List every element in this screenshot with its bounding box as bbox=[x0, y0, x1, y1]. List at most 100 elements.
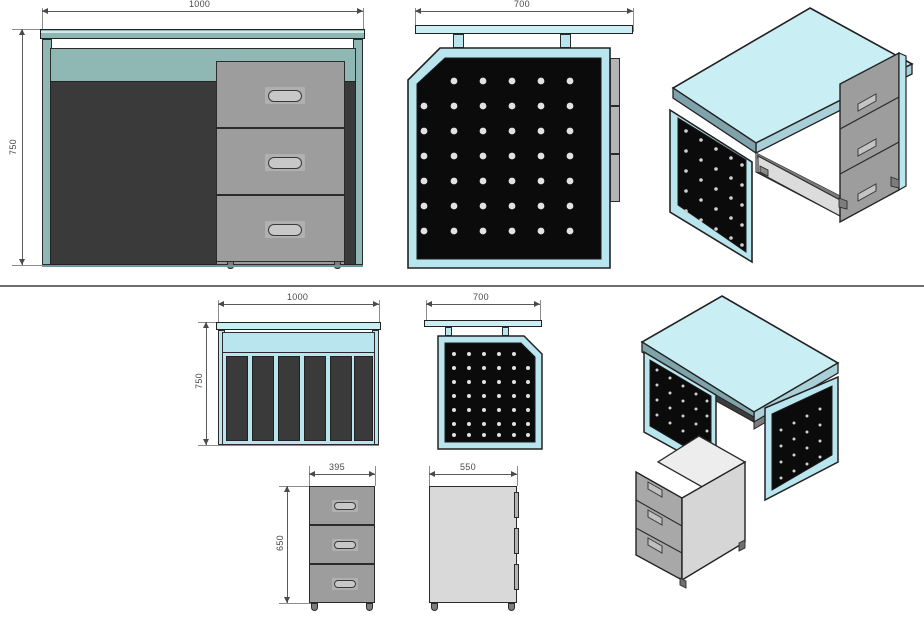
dimension-width-1000: 1000 bbox=[189, 0, 211, 9]
sheet-divider bbox=[0, 285, 924, 287]
perforation-grid bbox=[420, 77, 574, 235]
ext-line bbox=[12, 265, 44, 266]
panel-strip bbox=[226, 356, 248, 441]
dim-arrow bbox=[19, 259, 25, 265]
floor-line bbox=[198, 445, 379, 446]
ext-line bbox=[517, 466, 518, 486]
ext-line bbox=[279, 603, 311, 604]
panel-strip bbox=[278, 356, 300, 441]
panel-strip bbox=[252, 356, 274, 441]
pedestal-drawer-3[interactable] bbox=[216, 195, 345, 262]
desk-worktop-alt bbox=[216, 322, 381, 330]
iso2-perforation-grid-right bbox=[779, 407, 822, 480]
pedestal-caster bbox=[366, 603, 373, 611]
dim-arrow bbox=[511, 471, 517, 477]
pedestal-side-drawer-edge bbox=[514, 564, 519, 590]
ext-line bbox=[375, 466, 376, 486]
desk-worktop-edge bbox=[41, 31, 364, 33]
pedestal-front-drawer-2[interactable] bbox=[309, 525, 375, 564]
dimension-depth-700-alt: 700 bbox=[473, 292, 489, 302]
perforation-grid-alt bbox=[452, 352, 530, 437]
dim-line-depth bbox=[429, 474, 517, 475]
dim-line-height bbox=[206, 322, 207, 445]
ext-line bbox=[279, 486, 311, 487]
view-pedestal-front-elevation: 395 650 bbox=[270, 458, 400, 640]
ext-line bbox=[415, 8, 416, 32]
ext-line bbox=[540, 300, 541, 320]
dim-line-height bbox=[287, 486, 288, 603]
dimension-height-750-alt: 750 bbox=[193, 373, 204, 389]
view-desk-side-elevation-alt: 700 bbox=[412, 290, 572, 465]
iso2-caster bbox=[738, 539, 746, 552]
drawer-handle-icon[interactable] bbox=[332, 539, 358, 551]
view-desk-side-elevation: 700 bbox=[390, 0, 640, 285]
pedestal-caster bbox=[431, 603, 438, 611]
panel-strip bbox=[304, 356, 326, 441]
dim-arrow bbox=[429, 471, 435, 477]
dim-line-depth bbox=[415, 11, 633, 12]
ext-line bbox=[379, 300, 380, 322]
iso-perforation-grid bbox=[684, 129, 744, 247]
dim-arrow bbox=[284, 597, 290, 603]
floor-line bbox=[42, 265, 363, 267]
pedestal-front-drawer-3[interactable] bbox=[309, 564, 375, 603]
ext-line bbox=[426, 300, 427, 320]
panel-strip bbox=[354, 356, 373, 441]
pedestal-caster bbox=[508, 603, 515, 611]
drawer-handle-icon[interactable] bbox=[265, 221, 305, 238]
dim-arrow bbox=[203, 322, 209, 328]
drawer-handle-icon[interactable] bbox=[332, 578, 358, 590]
pedestal-side-drawer-edge bbox=[514, 528, 519, 554]
pedestal-edge-drawer-2 bbox=[610, 106, 620, 154]
view-desk-front-elevation-alt: 1000 750 bbox=[190, 290, 410, 465]
dim-arrow bbox=[309, 471, 315, 477]
pedestal-edge-drawer-3 bbox=[610, 154, 620, 202]
desk-worktop-side bbox=[415, 25, 633, 34]
iso2-caster bbox=[679, 577, 687, 589]
view-pedestal-side-elevation: 550 bbox=[420, 458, 550, 640]
dim-arrow bbox=[426, 301, 432, 307]
ext-line bbox=[12, 29, 44, 30]
dim-line-width bbox=[218, 304, 379, 305]
iso-side-panel-black bbox=[677, 117, 747, 253]
iso-drawer-handle-icon bbox=[857, 93, 877, 202]
drawer-handle-icon[interactable] bbox=[332, 500, 358, 512]
desk-worktop bbox=[40, 29, 365, 39]
dim-arrow bbox=[42, 8, 48, 14]
desk-side-frame bbox=[407, 47, 611, 269]
desk-worktop-side-alt bbox=[424, 320, 542, 327]
pedestal-side-drawer-edge bbox=[514, 492, 519, 518]
dim-line-depth bbox=[426, 304, 540, 305]
dim-arrow bbox=[373, 301, 379, 307]
ext-line bbox=[633, 8, 634, 32]
dim-arrow bbox=[627, 8, 633, 14]
view-desk-isometric bbox=[640, 0, 924, 285]
dimension-width-1000-alt: 1000 bbox=[287, 292, 309, 302]
drawer-handle-icon[interactable] bbox=[265, 154, 305, 171]
pedestal-drawer-1[interactable] bbox=[216, 61, 345, 128]
ext-line bbox=[363, 8, 364, 36]
view-desk-front-elevation: 1000 750 bbox=[0, 0, 390, 285]
ext-line bbox=[198, 322, 222, 323]
pedestal-edge-drawer-1 bbox=[610, 58, 620, 106]
dim-arrow bbox=[284, 486, 290, 492]
dim-arrow bbox=[19, 29, 25, 35]
dim-arrow bbox=[534, 301, 540, 307]
dimension-height-750: 750 bbox=[7, 139, 18, 155]
iso-leg-right bbox=[898, 52, 907, 192]
dimension-depth-550: 550 bbox=[460, 462, 476, 472]
dimension-width-395: 395 bbox=[329, 462, 345, 472]
iso2-drawer-handle-icon bbox=[647, 481, 663, 554]
iso2-side-panel-right-black bbox=[771, 385, 833, 491]
dim-arrow bbox=[415, 8, 421, 14]
pedestal-front-drawer-1[interactable] bbox=[309, 486, 375, 525]
view-desk-pedestal-isometric bbox=[600, 290, 924, 640]
iso-caster bbox=[838, 197, 848, 210]
dim-arrow bbox=[203, 439, 209, 445]
pedestal-drawer-2[interactable] bbox=[216, 128, 345, 195]
drawer-handle-icon[interactable] bbox=[265, 87, 305, 104]
dim-line-height bbox=[22, 29, 23, 265]
iso-pedestal-left-face bbox=[757, 155, 841, 217]
pedestal-side-body bbox=[429, 486, 517, 603]
